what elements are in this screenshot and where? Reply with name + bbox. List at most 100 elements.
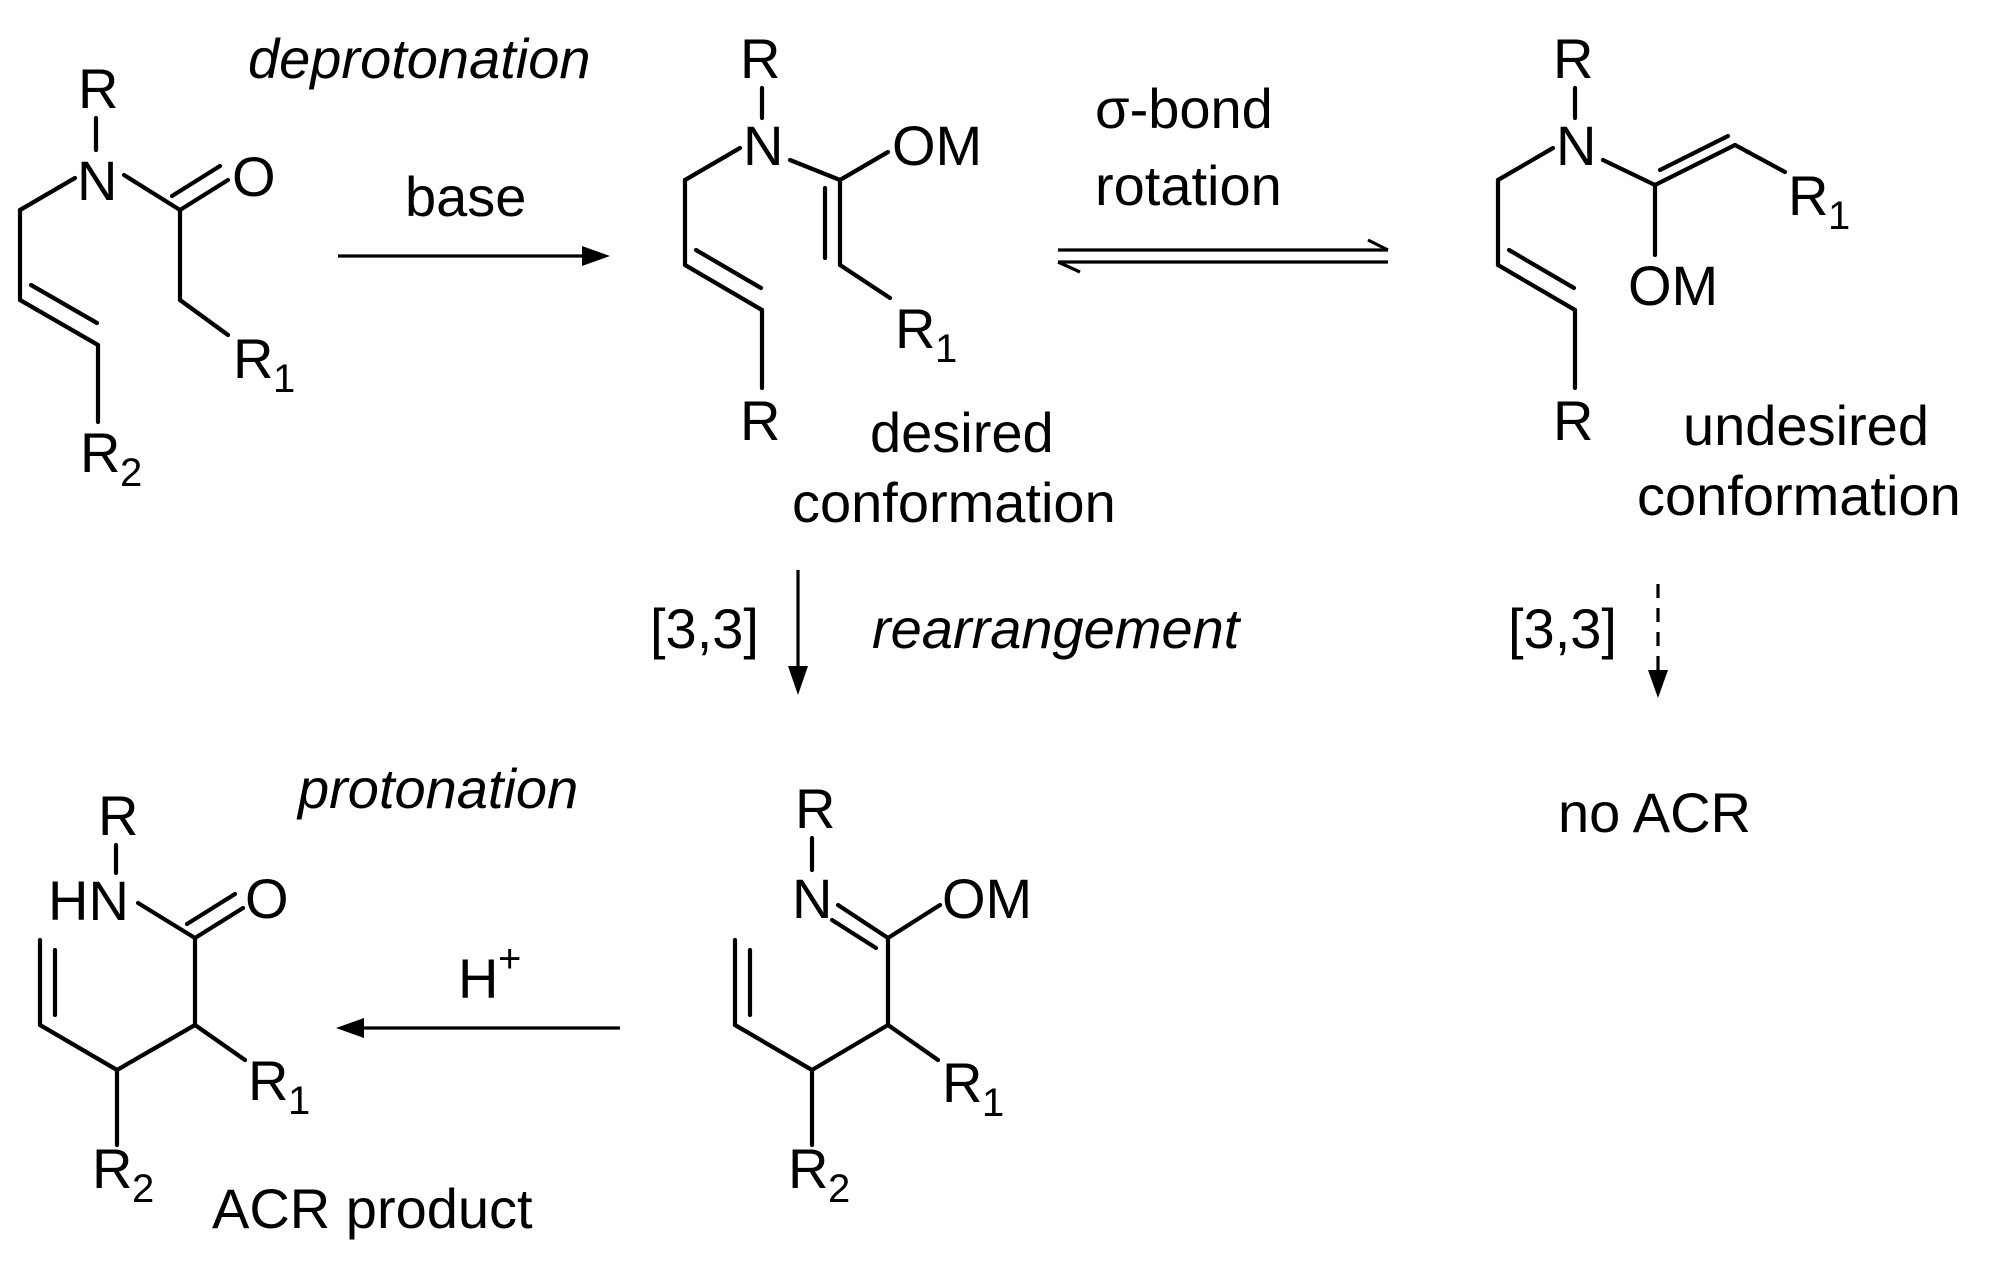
bond [28,282,100,326]
no-acr-label: no ACR [1558,781,1751,844]
bond [682,262,765,313]
bond [121,172,183,213]
undesired-conformation-enolate: R N R 1 OM R undesired conformation [1495,27,1961,527]
atom-n: N [1556,114,1596,177]
deprotonation-label: deprotonation [248,27,591,90]
bond [169,163,223,199]
sigma-bond-label: σ-bond [1095,77,1273,140]
atom-hn: HN [48,869,129,932]
atom-o: O [232,145,276,208]
atom-r2-main: R [788,1137,828,1200]
atom-r1-main: R [1788,164,1828,227]
bond [1600,157,1658,188]
atom-r1-sub: 1 [982,1081,1004,1125]
bond [835,902,891,941]
arrow-head [582,246,610,266]
atom-r1-main: R [895,297,935,360]
reverse-arrow-barb [1057,260,1081,274]
bond [693,247,764,291]
atom-r: R [1553,389,1593,452]
bond [787,157,843,183]
sigma-bond-rotation-equilibrium: σ-bond rotation [1057,77,1389,274]
atom-r1: R 1 [233,327,295,401]
atom-r1: R 1 [942,1051,1004,1125]
atom-n: N [792,867,832,930]
atom-n: N [743,114,783,177]
bond [37,1022,120,1073]
atom-r2-sub: 2 [132,1167,154,1211]
atom-r: R [740,389,780,452]
bond [809,1022,891,1073]
bond [1657,133,1731,173]
bond [177,297,231,338]
bond [1506,247,1577,291]
bond [682,145,743,183]
atom-r1: R 1 [895,297,957,371]
blocked-rearrangement-step: [3,3] no ACR [1508,584,1751,844]
forward-arrow-barb [1367,238,1389,252]
atom-r2-sub: 2 [120,451,142,495]
bracket-33-label: [3,3] [1508,597,1617,660]
atom-r1: R 1 [248,1049,310,1123]
bond [829,917,879,951]
bond [192,1022,248,1063]
bond [177,177,231,213]
atom-r: R [795,777,835,840]
desired-conformation-enolate: R N OM R 1 R desired conformation [682,27,1116,534]
rearrangement-label: rearrangement [872,597,1242,660]
conformation-label: conformation [792,471,1116,534]
bond [1495,145,1556,183]
arrow-head [788,666,808,695]
atom-r1-main: R [233,327,273,390]
proton-label: H + [458,937,521,1010]
conformation-label: conformation [1637,464,1961,527]
atom-o: O [245,867,289,930]
atom-r: R [98,784,138,847]
atom-om: OM [1628,254,1718,317]
proton-charge: + [498,937,521,981]
bond [1495,262,1578,313]
sigmatropic-rearrangement-step: [3,3] rearrangement [650,570,1242,695]
atom-r2: R 2 [788,1137,850,1211]
atom-r1-sub: 1 [273,357,295,401]
bond [732,1022,815,1073]
acr-product-label: ACR product [212,1177,533,1240]
starting-allyl-amide: R N O R 1 R 2 [17,57,295,495]
bond [17,175,78,213]
atom-n: N [77,149,117,212]
deprotonation-step: deprotonation base [248,27,610,266]
arrow-head [1648,670,1668,698]
atom-r2: R 2 [92,1137,154,1211]
atom-r2-main: R [80,421,120,484]
bond [1732,142,1788,175]
atom-r1-main: R [942,1051,982,1114]
bond [1652,142,1738,188]
atom-r: R [740,27,780,90]
atom-r1-sub: 1 [1828,194,1850,238]
atom-om: OM [892,114,982,177]
proton-h: H [458,947,498,1010]
atom-om: OM [942,867,1032,930]
atom-r: R [78,57,118,120]
rotation-label: rotation [1095,154,1282,217]
desired-label: desired [870,401,1054,464]
protonation-label: protonation [296,757,578,820]
atom-r1-sub: 1 [935,327,957,371]
bond [184,891,238,927]
atom-r2: R 2 [80,421,142,495]
atom-r1-sub: 1 [288,1079,310,1123]
arrow-head [336,1018,364,1038]
bracket-33-label: [3,3] [650,597,759,660]
acr-product: R HN O R 1 R 2 ACR product [37,784,533,1240]
atom-r: R [1553,27,1593,90]
atom-r1-main: R [248,1049,288,1112]
undesired-label: undesired [1683,394,1929,457]
bond [885,902,943,941]
bond [135,900,198,941]
bond [192,905,246,941]
bond [837,149,891,183]
atom-r2-main: R [92,1137,132,1200]
atom-r2-sub: 2 [828,1167,850,1211]
rearranged-imidate: R N OM R 1 R 2 [732,777,1032,1211]
